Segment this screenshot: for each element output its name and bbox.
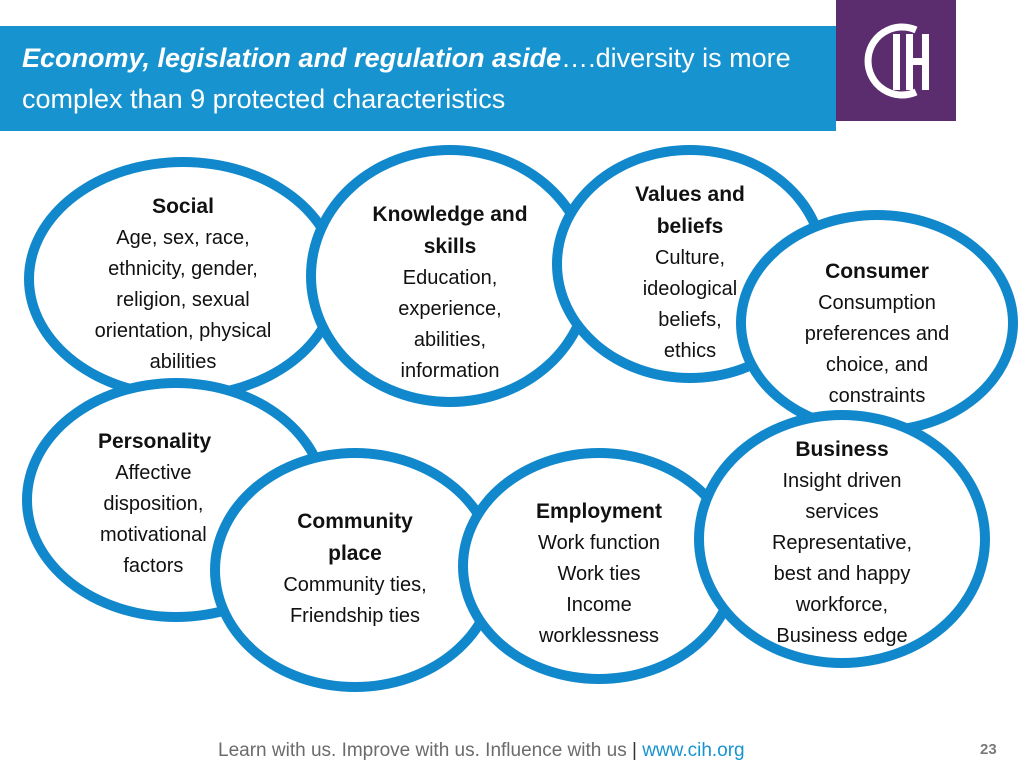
page-number: 23: [980, 741, 997, 758]
bubble-business: Business Insight driven services Represe…: [694, 410, 990, 668]
bubble-body: Insight driven services Representative, …: [771, 470, 913, 647]
header-bar: [0, 26, 836, 131]
bubble-title: Employment: [535, 500, 663, 523]
cih-logo-icon: [864, 23, 929, 99]
cih-logo: [836, 0, 956, 121]
bubble-employment: Employment Work function Work ties Incom…: [458, 448, 740, 684]
bubble-body: Consumption preferences and choice, and …: [804, 292, 950, 407]
bubble-title: Knowledge and skills: [372, 203, 528, 258]
footer-link[interactable]: www.cih.org: [642, 740, 745, 761]
bubble-body: Affective disposition, motivational fact…: [100, 462, 207, 577]
bubble-body: Community ties, Friendship ties: [283, 574, 427, 627]
bubble-social: Social Age, sex, race, ethnicity, gender…: [24, 157, 342, 401]
title-rest: ….diversity is more complex than 9 prote…: [22, 43, 791, 114]
bubble-body: Work function Work ties Income worklessn…: [538, 532, 660, 647]
bubble-title: Social: [152, 195, 214, 218]
bubble-consumer: Consumer Consumption preferences and cho…: [736, 210, 1018, 436]
title-emphasis: Economy, legislation and regulation asid…: [22, 43, 562, 73]
bubble-knowledge-skills: Knowledge and skills Education, experien…: [306, 145, 594, 407]
bubble-title: Personality: [98, 430, 212, 453]
bubble-title: Business: [795, 438, 889, 461]
bubble-title: Values and beliefs: [635, 183, 745, 238]
bubble-body: Education, experience, abilities, inform…: [398, 267, 502, 382]
footer-separator: |: [631, 740, 637, 761]
footer-text: Learn with us. Improve with us. Influenc…: [218, 740, 627, 761]
bubble-title: Community place: [297, 510, 413, 565]
footer: Learn with us. Improve with us. Influenc…: [218, 740, 745, 762]
bubble-body: Age, sex, race, ethnicity, gender, relig…: [94, 227, 272, 373]
bubble-body: Culture, ideological beliefs, ethics: [642, 247, 738, 362]
bubble-title: Consumer: [825, 260, 929, 283]
bubble-community-place: Community place Community ties, Friendsh…: [210, 448, 500, 692]
page-title: Economy, legislation and regulation asid…: [22, 38, 822, 120]
